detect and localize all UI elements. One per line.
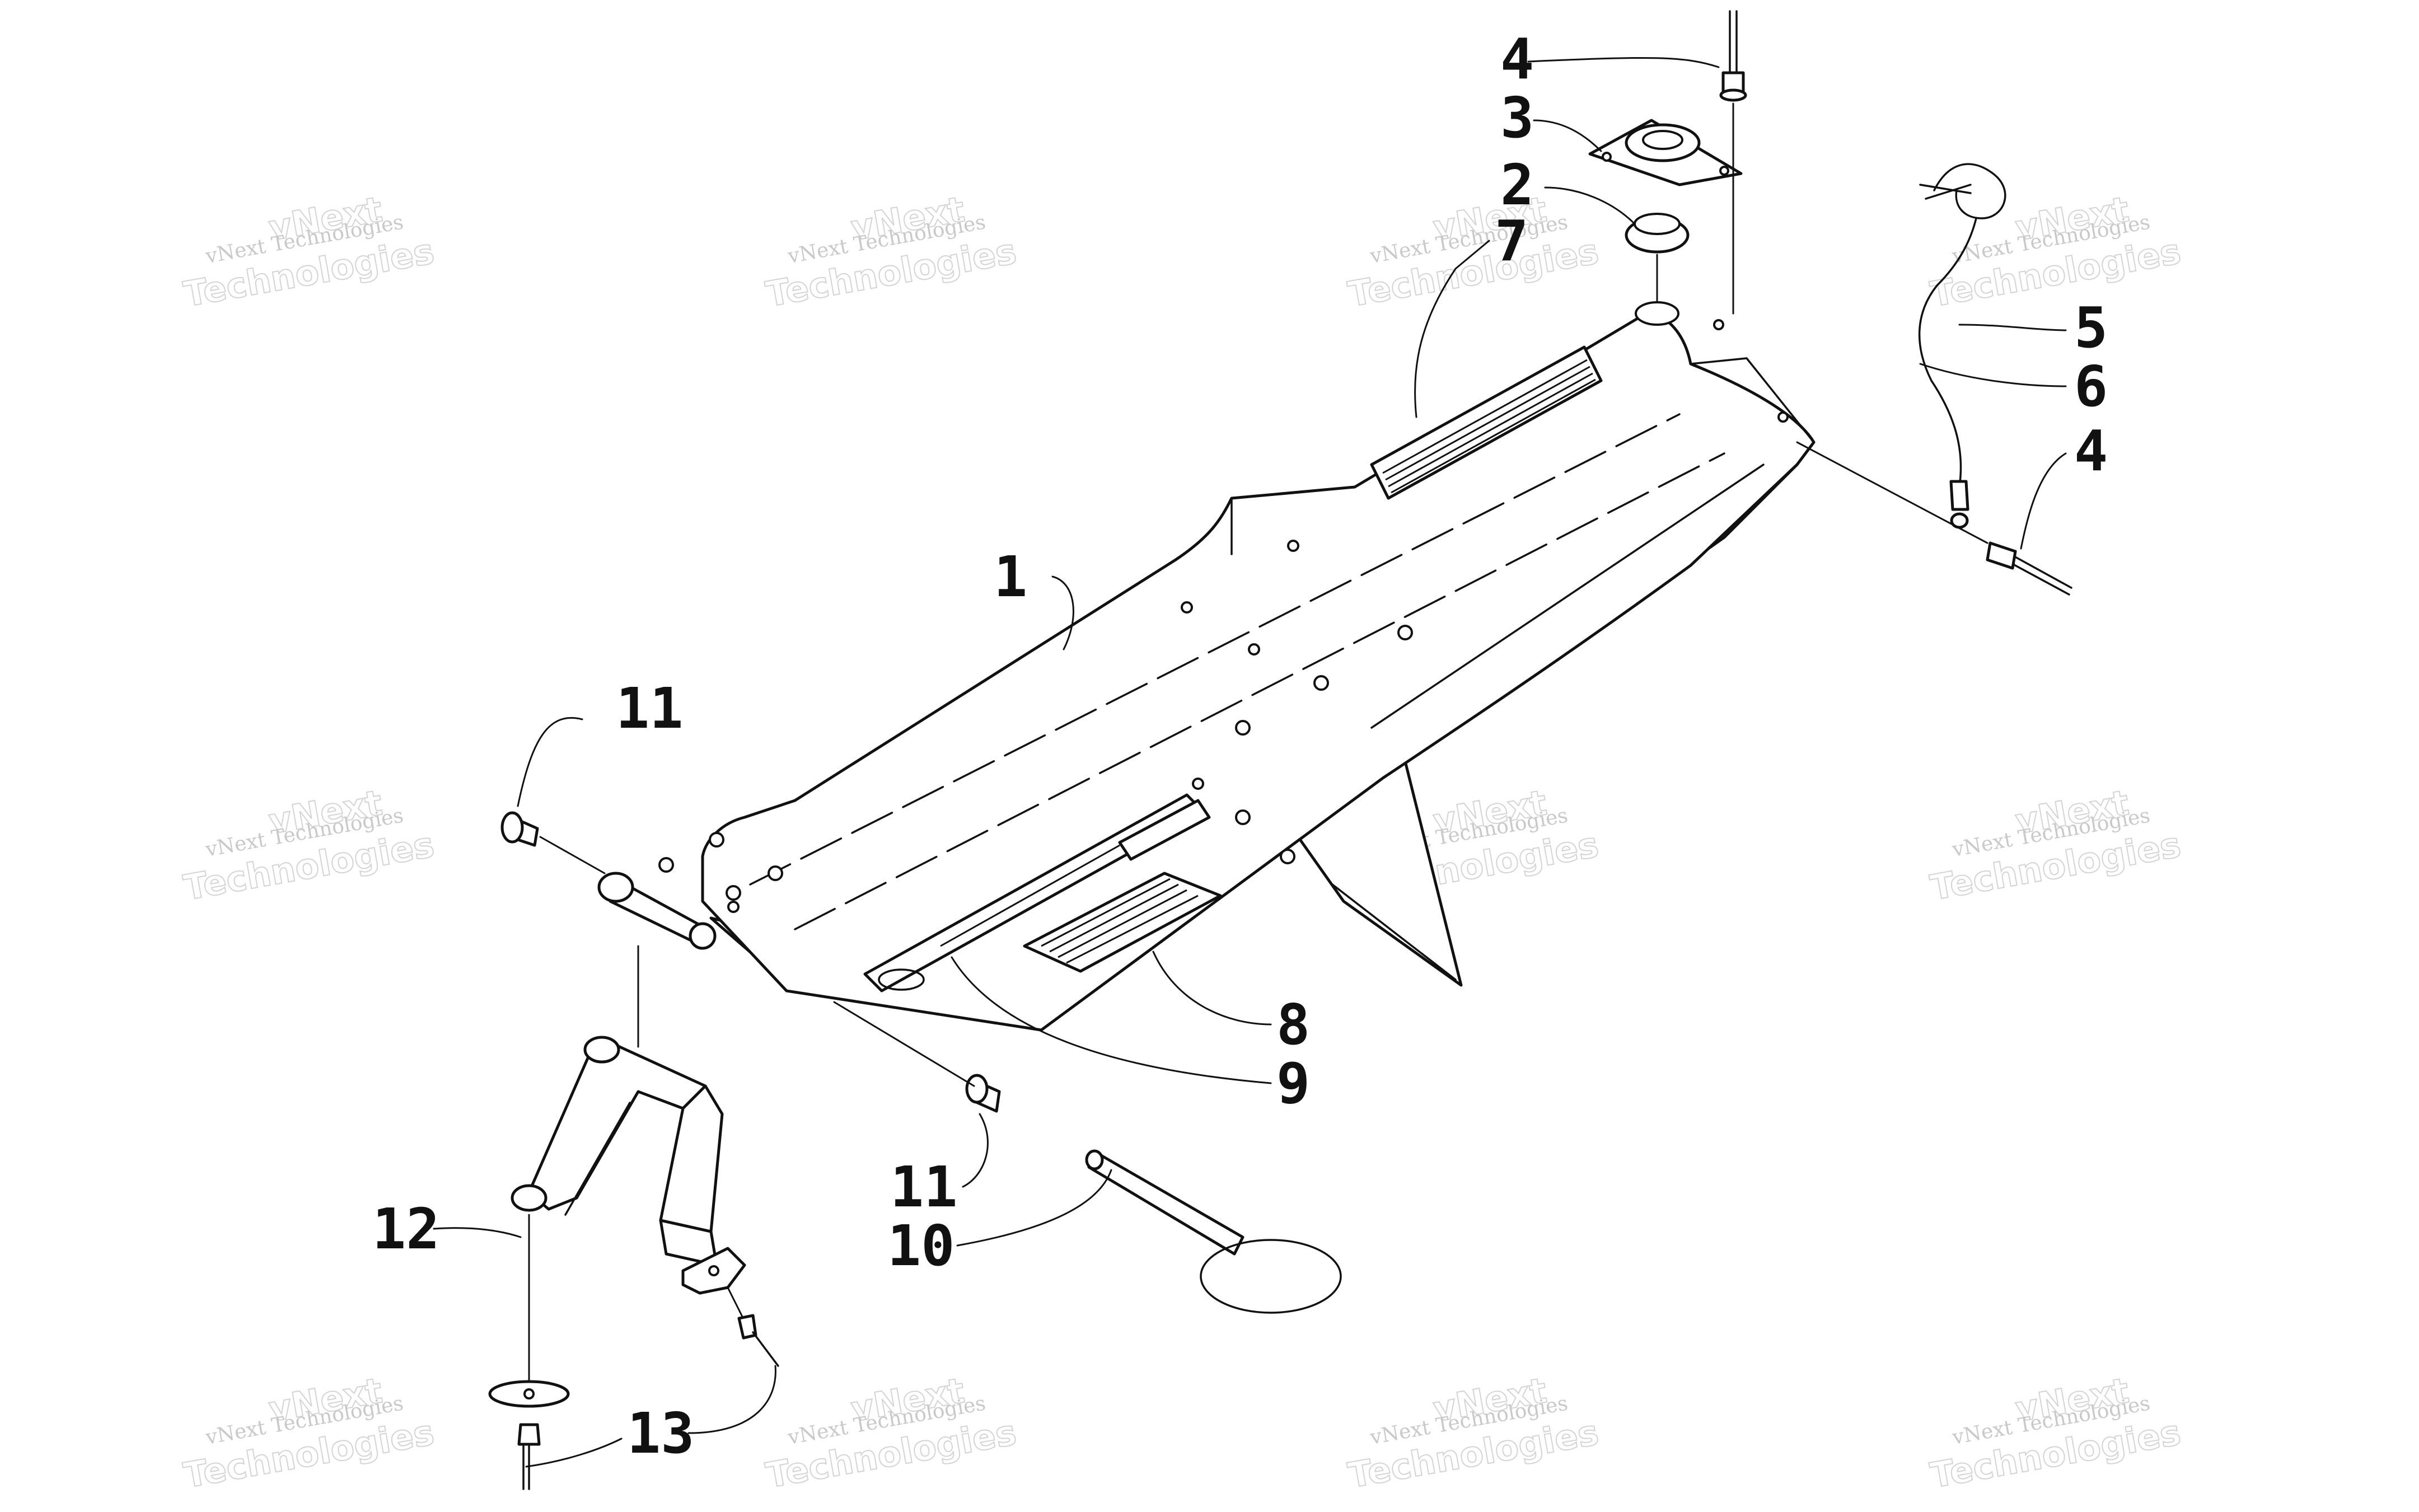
watermark: vNext vNext Technologies Technologies [180,781,438,909]
rivet-13-left [488,1214,570,1490]
callout-8: 8 [1276,992,1310,1057]
callout-1: 1 [994,544,1027,610]
running-board-part [658,301,1816,1032]
watermark: vNext vNext Technologies Technologies [180,1369,438,1496]
callout-4-top: 4 [1500,26,1534,92]
grommet-2 [1625,213,1690,303]
callout-4-right: 4 [2074,418,2108,484]
callout-labels: 1 2 3 4 4 5 6 7 8 9 10 11 11 12 13 [372,26,2108,1466]
decal-7-label [1370,345,1603,500]
callout-7: 7 [1495,208,1528,274]
watermark: vNext vNext Technologies Technologies [1345,188,1602,315]
callout-11-left: 11 [616,676,683,741]
kickstand-12 [511,945,724,1267]
watermark: vNext vNext Technologies Technologies [180,188,438,315]
rivet-13-right [681,1247,779,1367]
board-holes [658,319,1789,913]
hinge-tube [597,872,717,950]
pin-10 [1085,1149,1342,1314]
callout-13: 13 [627,1401,694,1466]
callout-6: 6 [2074,354,2108,419]
callout-11-lower: 11 [890,1154,957,1220]
callout-9: 9 [1276,1051,1310,1116]
callout-12: 12 [372,1196,439,1262]
grommet-hole [1635,301,1679,326]
watermark: vNext vNext Technologies Technologies [762,188,1020,315]
watermark: vNext vNext Technologies Technologies [1345,1369,1602,1496]
callout-3: 3 [1500,85,1534,151]
callout-5: 5 [2074,295,2108,361]
watermark: vNext vNext Technologies Technologies [1927,188,2184,315]
rivet-4-top [1719,10,1747,315]
callout-2: 2 [1500,152,1534,218]
board-top-surface [701,312,1816,1032]
tether-5-6 [1918,163,2006,529]
bushing-11-left [500,811,606,874]
decal-8-warning [1023,872,1222,973]
bushing-11-lower [965,1074,1001,1113]
mount-plate-3 [1588,119,1743,186]
watermark: vNext vNext Technologies Technologies [1927,1369,2184,1496]
leader-lines [433,57,2067,1468]
callout-10: 10 [887,1213,955,1279]
watermark: vNext vNext Technologies Technologies [762,1369,1020,1496]
rivet-4-right [1796,441,2072,596]
watermark: vNext vNext Technologies Technologies [1927,781,2184,909]
decal-9-strip [863,793,1211,993]
